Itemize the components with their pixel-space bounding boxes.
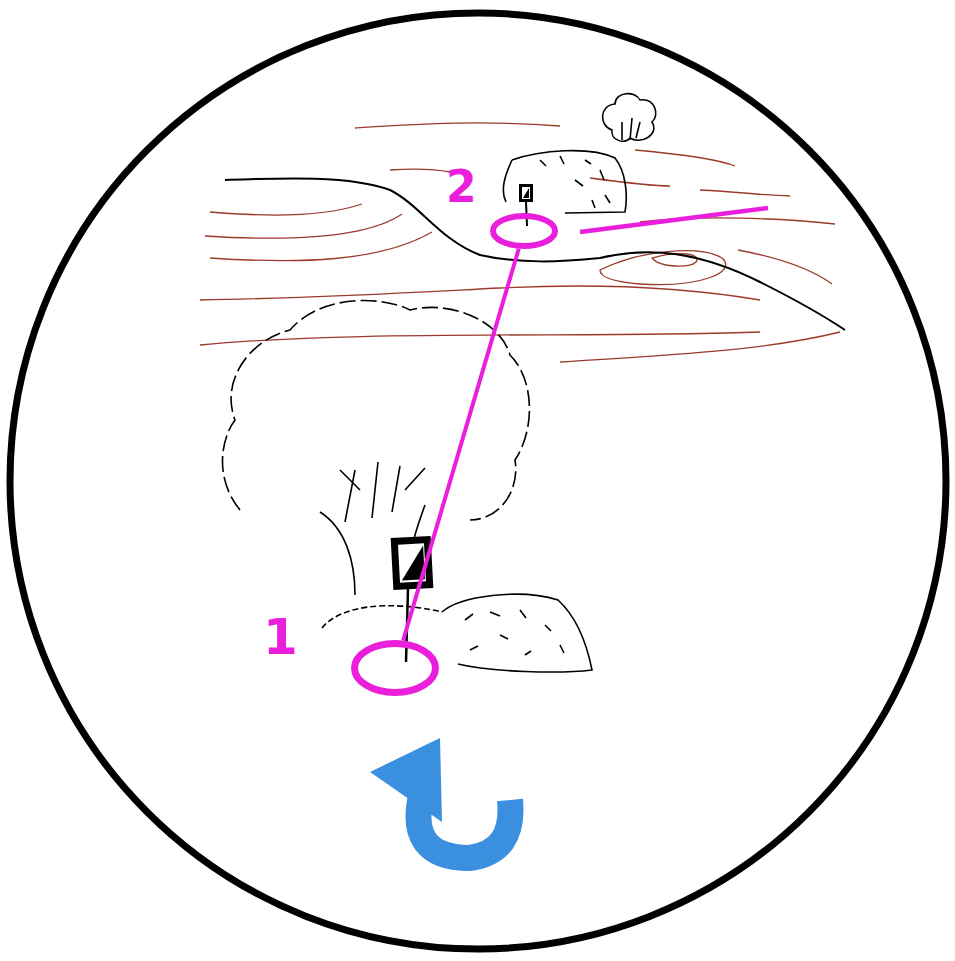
callout-number: 1 [263, 612, 298, 662]
hill-outline [225, 178, 845, 330]
rock-top [503, 151, 626, 213]
circle-outline [490, 213, 558, 249]
contour-lines [200, 123, 840, 362]
small-tree [603, 94, 656, 142]
circle-outline [351, 640, 439, 696]
course-line [403, 249, 519, 641]
control-circle: 2 [490, 213, 558, 249]
big-tree [223, 300, 530, 595]
frame-circle [10, 13, 946, 949]
control-flag [391, 184, 533, 662]
rotation-arrow [370, 738, 511, 858]
bush-and-rock [322, 594, 592, 672]
control-circle: 1 [351, 640, 439, 696]
course-leg [580, 208, 768, 232]
callout-number: 2 [446, 165, 477, 209]
